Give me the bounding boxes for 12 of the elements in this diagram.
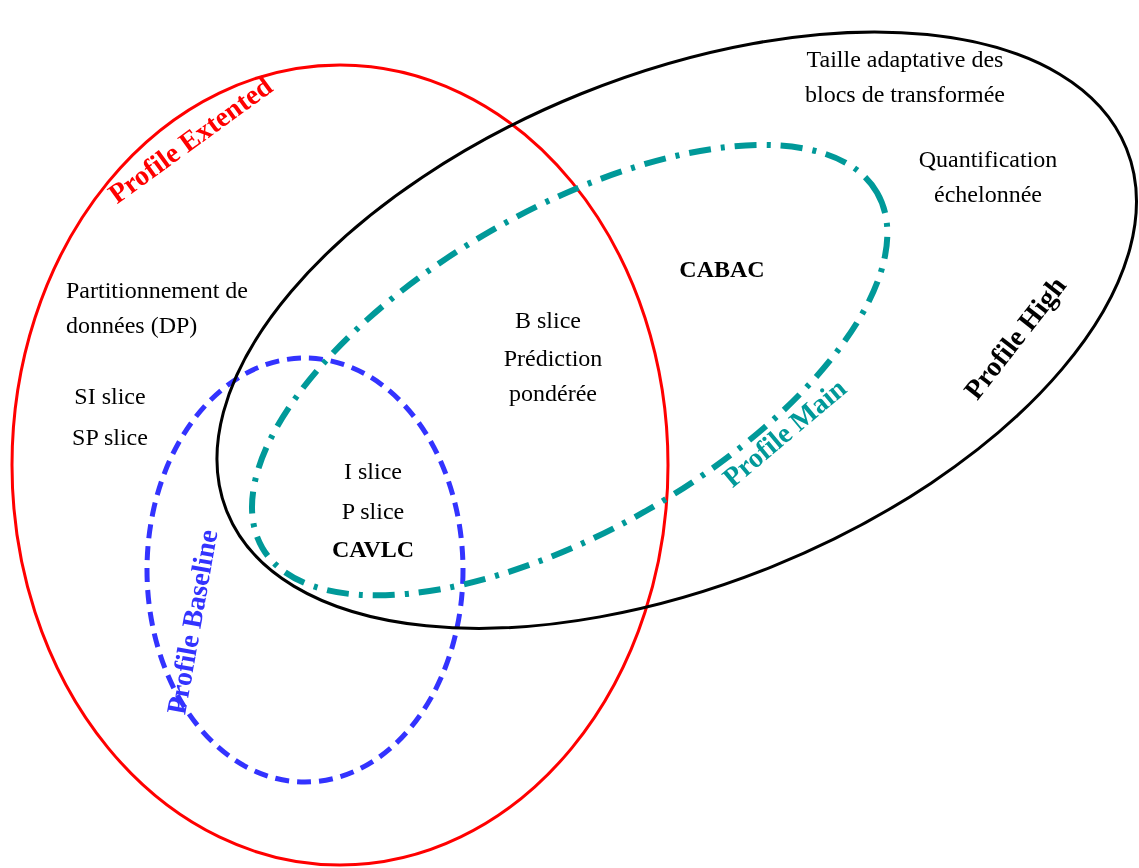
set-feature-text: B slice xyxy=(514,306,582,335)
set-title: Profile Baseline xyxy=(159,527,224,717)
set-feature-text: Partitionnement de données (DP) xyxy=(66,276,249,340)
set-feature-text: P slice xyxy=(340,497,406,526)
set-feature-text: Quantification échelonnée xyxy=(917,145,1059,209)
set-feature-text: Prédiction pondérée xyxy=(502,344,604,408)
set-feature-text: CABAC xyxy=(678,255,766,284)
set-feature-text: SP slice xyxy=(71,423,149,452)
set-feature-text: I slice xyxy=(343,457,403,486)
set-feature-text: CAVLC xyxy=(330,535,416,564)
set-feature-text: SI slice xyxy=(73,382,147,411)
set-feature-text: Taille adaptative des blocs de transformée xyxy=(804,45,1006,109)
